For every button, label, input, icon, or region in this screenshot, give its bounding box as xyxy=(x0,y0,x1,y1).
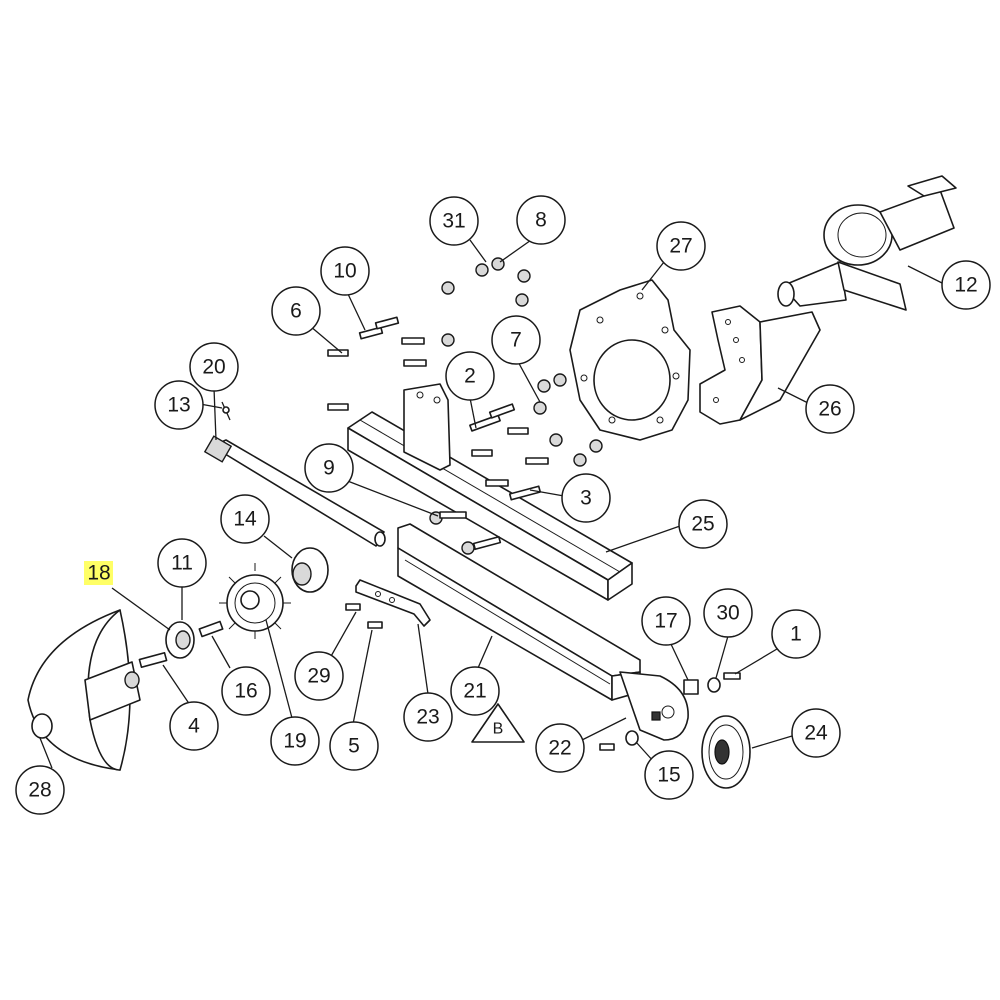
idler-wheel-part xyxy=(701,715,751,789)
callout-19: 19 xyxy=(270,716,320,766)
svg-text:24: 24 xyxy=(804,722,828,745)
svg-text:8: 8 xyxy=(535,209,547,232)
shaft-part xyxy=(203,435,386,547)
callout-12: 12 xyxy=(941,260,991,310)
svg-text:9: 9 xyxy=(323,457,335,480)
motor-part xyxy=(777,175,957,311)
collar-part xyxy=(165,621,195,659)
svg-text:16: 16 xyxy=(234,680,257,703)
svg-text:7: 7 xyxy=(510,329,522,352)
svg-text:28: 28 xyxy=(28,779,51,802)
bolt-22-part xyxy=(599,743,615,751)
svg-text:11: 11 xyxy=(171,552,193,575)
block-17-part xyxy=(683,679,699,695)
lower-arm-part xyxy=(397,523,689,741)
callout-29: 29 xyxy=(294,651,344,701)
bolt-1-part xyxy=(723,672,741,680)
callout-11: 11 xyxy=(157,538,207,588)
svg-text:B: B xyxy=(493,721,504,738)
bolt-4-part xyxy=(138,651,168,669)
svg-text:25: 25 xyxy=(691,513,714,536)
svg-text:13: 13 xyxy=(167,394,190,417)
callout-10: 10 xyxy=(320,246,370,296)
svg-text:19: 19 xyxy=(283,730,306,753)
callout-18-highlighted: 18 xyxy=(84,561,113,585)
svg-text:15: 15 xyxy=(657,764,680,787)
svg-text:2: 2 xyxy=(464,365,476,388)
callout-7: 7 xyxy=(491,315,541,365)
washer-15-part xyxy=(625,730,639,746)
bracket-part xyxy=(355,579,431,627)
callout-31: 31 xyxy=(429,196,479,246)
callout-15: 15 xyxy=(644,750,694,800)
callout-14: 14 xyxy=(220,494,270,544)
auger-flight-part xyxy=(27,609,141,771)
svg-text:6: 6 xyxy=(290,300,302,323)
callout-23: 23 xyxy=(403,692,453,742)
mount-plate-part xyxy=(403,383,451,471)
callout-28: 28 xyxy=(15,765,65,815)
svg-text:12: 12 xyxy=(954,274,977,297)
svg-text:26: 26 xyxy=(818,398,841,421)
callout-9: 9 xyxy=(304,443,354,493)
callout-20: 20 xyxy=(189,342,239,392)
svg-text:22: 22 xyxy=(548,737,571,760)
highlight-marker xyxy=(84,561,113,585)
svg-text:18: 18 xyxy=(87,562,110,585)
callout-6: 6 xyxy=(271,286,321,336)
callout-2: 2 xyxy=(445,351,495,401)
svg-text:5: 5 xyxy=(348,735,360,758)
callout-17: 17 xyxy=(641,596,691,646)
svg-text:23: 23 xyxy=(416,706,439,729)
pin-part xyxy=(221,401,231,421)
callout-8: 8 xyxy=(516,195,566,245)
key-16-part xyxy=(198,620,224,638)
mount-disc-part xyxy=(569,279,691,441)
sprocket-part xyxy=(219,563,291,639)
callout-13: 13 xyxy=(154,380,204,430)
washer-30-part xyxy=(707,677,721,693)
svg-text:10: 10 xyxy=(333,260,356,283)
leader-lines xyxy=(39,237,945,769)
callout-4: 4 xyxy=(169,701,219,751)
nuts-cluster-part xyxy=(429,257,603,555)
svg-text:3: 3 xyxy=(580,487,592,510)
callout-27: 27 xyxy=(656,221,706,271)
callout-26: 26 xyxy=(805,384,855,434)
callout-1: 1 xyxy=(771,609,821,659)
callout-24: 24 xyxy=(791,708,841,758)
callout-3: 3 xyxy=(561,473,611,523)
bolts-cluster-part xyxy=(327,316,549,629)
callout-25: 25 xyxy=(678,499,728,549)
svg-text:30: 30 xyxy=(716,602,739,625)
svg-text:4: 4 xyxy=(188,715,200,738)
svg-text:29: 29 xyxy=(307,665,330,688)
bushing-part xyxy=(291,547,329,593)
callout-22: 22 xyxy=(535,723,585,773)
motor-bracket-part xyxy=(699,305,821,425)
callout-30: 30 xyxy=(703,588,753,638)
callout-5: 5 xyxy=(329,721,379,771)
svg-text:27: 27 xyxy=(669,235,692,258)
callout-16: 16 xyxy=(221,666,271,716)
svg-text:20: 20 xyxy=(202,356,225,379)
view-marker-b: B xyxy=(471,703,525,743)
svg-text:14: 14 xyxy=(233,508,257,531)
svg-text:21: 21 xyxy=(463,680,486,703)
svg-text:31: 31 xyxy=(442,210,465,233)
callout-21: 21 xyxy=(450,666,500,716)
svg-text:17: 17 xyxy=(654,610,677,633)
svg-text:1: 1 xyxy=(790,623,802,646)
